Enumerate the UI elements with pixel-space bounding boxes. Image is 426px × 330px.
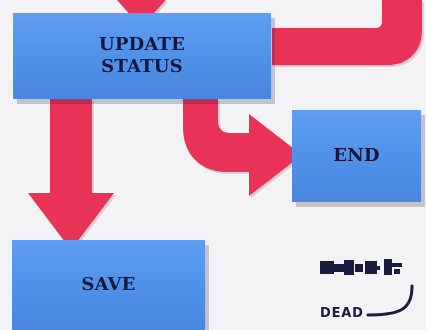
return-loop-arrow <box>272 0 422 65</box>
down-arrow-to-save <box>28 99 114 250</box>
curved-arrow-to-end <box>183 99 302 196</box>
end-label: END <box>333 145 379 167</box>
end-box: END <box>292 110 421 202</box>
pixel-glyph-icon <box>320 258 402 280</box>
update-status-box: UPDATE STATUS <box>13 13 271 99</box>
dead-connector-line <box>368 286 412 315</box>
update-status-line-1: UPDATE <box>99 34 185 56</box>
save-label: SAVE <box>81 274 135 296</box>
save-box: SAVE <box>12 240 205 330</box>
dead-label: DEAD <box>320 306 364 321</box>
update-status-line-2: STATUS <box>99 56 185 78</box>
